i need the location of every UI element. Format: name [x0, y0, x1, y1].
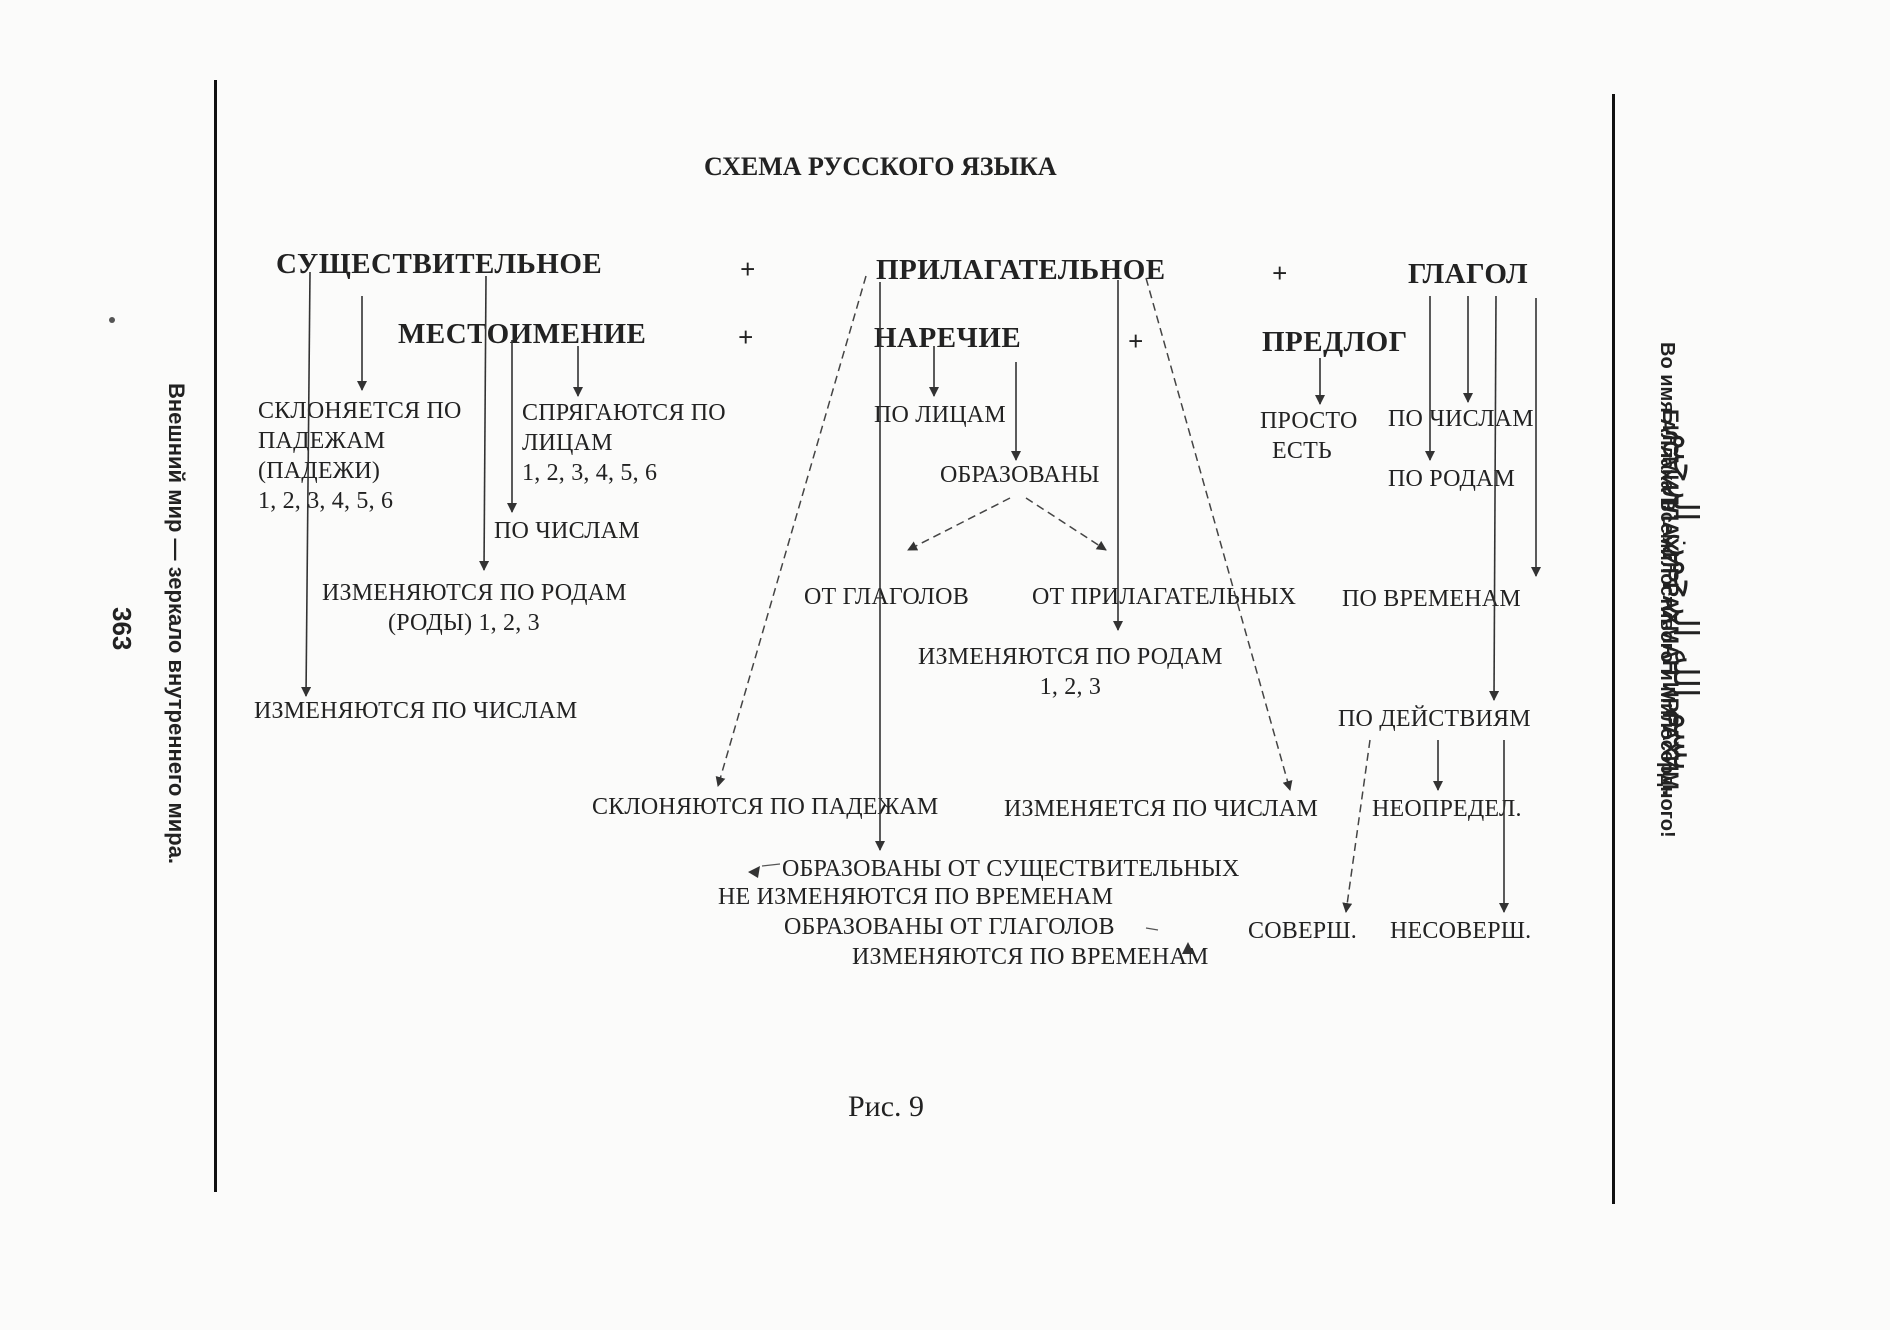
label-verb-by-numbers: ПО ЧИСЛАМ: [1388, 406, 1534, 432]
small-arrowhead-up: [1182, 942, 1194, 954]
plus-sign-4: +: [1128, 326, 1144, 356]
label-declines-by-cases-line4: 1, 2, 3, 4, 5, 6: [258, 488, 394, 514]
label-declines-by-cases: СКЛОНЯЕТСЯ ПО ПАДЕЖАМ (ПАДЕЖИ) 1, 2, 3, …: [258, 396, 462, 516]
arrow-verb-to-by-actions: [1489, 295, 1500, 701]
dash-mark-left: [761, 863, 781, 867]
label-from-adjectives: ОТ ПРИЛАГАТЕЛЬНЫХ: [1032, 584, 1297, 610]
left-margin-rule: [214, 80, 217, 1192]
arrow-formed-to-from-adjectives: [1025, 497, 1107, 551]
label-adj-changes-by-genders-line2: 1, 2, 3: [1039, 674, 1102, 700]
label-simply-is-line2: ЕСТЬ: [1272, 438, 1332, 464]
label-adj-changes-by-genders: ИЗМЕНЯЮТСЯ ПО РОДАМ 1, 2, 3: [918, 642, 1223, 702]
arrow-formed-to-from-verbs: [907, 497, 1011, 551]
label-formed: ОБРАЗОВАНЫ: [940, 462, 1100, 488]
label-not-changed-by-tenses: НЕ ИЗМЕНЯЮТСЯ ПО ВРЕМЕНАМ: [718, 884, 1114, 910]
right-margin-rule: [1612, 94, 1615, 1204]
header-adverb: НАРЕЧИЕ: [874, 322, 1022, 354]
plus-sign-3: +: [738, 322, 754, 352]
header-verb: ГЛАГОЛ: [1408, 258, 1529, 290]
label-indefinite: НЕОПРЕДЕЛ.: [1372, 796, 1522, 822]
label-adj-changes-by-genders-line1: ИЗМЕНЯЮТСЯ ПО РОДАМ: [918, 644, 1223, 670]
label-simply-is: ПРОСТО ЕСТЬ: [1260, 406, 1357, 466]
scan-speck: [109, 317, 115, 323]
label-declines-by-cases-line1: СКЛОНЯЕТСЯ ПО: [258, 398, 462, 424]
header-noun: СУЩЕСТВИТЕЛЬНОЕ: [276, 248, 603, 280]
label-by-genders: ПО РОДАМ: [1388, 466, 1516, 492]
label-conjugated-by-persons-line2: ЛИЦАМ: [522, 430, 613, 456]
plus-sign-2: +: [1272, 258, 1288, 288]
label-conjugated-by-persons-line1: СПРЯГАЮТСЯ ПО: [522, 400, 726, 426]
label-formed-from-nouns: ОБРАЗОВАНЫ ОТ СУЩЕСТВИТЕЛЬНЫХ: [782, 856, 1240, 882]
arrow-actions-to-perfective: [1342, 739, 1371, 913]
label-by-tenses: ПО ВРЕМЕНАМ: [1342, 586, 1521, 612]
label-simply-is-line1: ПРОСТО: [1260, 408, 1358, 434]
label-by-numbers: ПО ЧИСЛАМ: [494, 518, 640, 544]
label-formed-from-verbs: ОБРАЗОВАНЫ ОТ ГЛАГОЛОВ: [784, 914, 1115, 940]
arrow-noun-to-changes-by-genders: [479, 275, 490, 571]
label-changes-by-genders-line2: (РОДЫ) 1, 2, 3: [388, 610, 540, 636]
label-changes-by-genders: ИЗМЕНЯЮТСЯ ПО РОДАМ (РОДЫ) 1, 2, 3: [322, 578, 627, 638]
arrow-adjective-to-changes-by-numbers-2: [1145, 277, 1293, 791]
label-conjugated-by-persons-line3: 1, 2, 3, 4, 5, 6: [522, 460, 658, 486]
label-from-verbs: ОТ ГЛАГОЛОВ: [804, 584, 969, 610]
label-changes-by-numbers-2: ИЗМЕНЯЕТСЯ ПО ЧИСЛАМ: [1004, 796, 1318, 822]
arrow-noun-to-changes-by-numbers: [301, 271, 312, 697]
header-pronoun: МЕСТОИМЕНИЕ: [398, 318, 647, 350]
label-imperfective: НЕСОВЕРШ.: [1390, 918, 1532, 944]
figure-caption: Рис. 9: [848, 1090, 925, 1123]
arrow-adjective-to-decline-by-cases: [715, 275, 867, 787]
label-changes-by-genders-line1: ИЗМЕНЯЮТСЯ ПО РОДАМ: [322, 580, 627, 606]
label-declines-by-cases-line3: (ПАДЕЖИ): [258, 458, 381, 484]
label-changes-by-numbers: ИЗМЕНЯЮТСЯ ПО ЧИСЛАМ: [254, 698, 578, 724]
dash-mark-right: [1145, 927, 1159, 931]
label-by-persons: ПО ЛИЦАМ: [874, 402, 1006, 428]
label-declines-by-cases-line2: ПАДЕЖАМ: [258, 428, 386, 454]
header-adjective: ПРИЛАГАТЕЛЬНОЕ: [876, 254, 1166, 286]
label-conjugated-by-persons: СПРЯГАЮТСЯ ПО ЛИЦАМ 1, 2, 3, 4, 5, 6: [522, 398, 726, 488]
label-changed-by-tenses: ИЗМЕНЯЮТСЯ ПО ВРЕМЕНАМ: [852, 944, 1209, 970]
small-arrowhead-left: [748, 866, 760, 878]
label-perfective: СОВЕРШ.: [1248, 918, 1357, 944]
plus-sign-1: +: [740, 254, 756, 284]
diagram-title: СХЕМА РУССКОГО ЯЗЫКА: [704, 152, 1057, 181]
label-by-actions: ПО ДЕЙСТВИЯМ: [1338, 706, 1531, 732]
header-preposition: ПРЕДЛОГ: [1262, 326, 1408, 358]
